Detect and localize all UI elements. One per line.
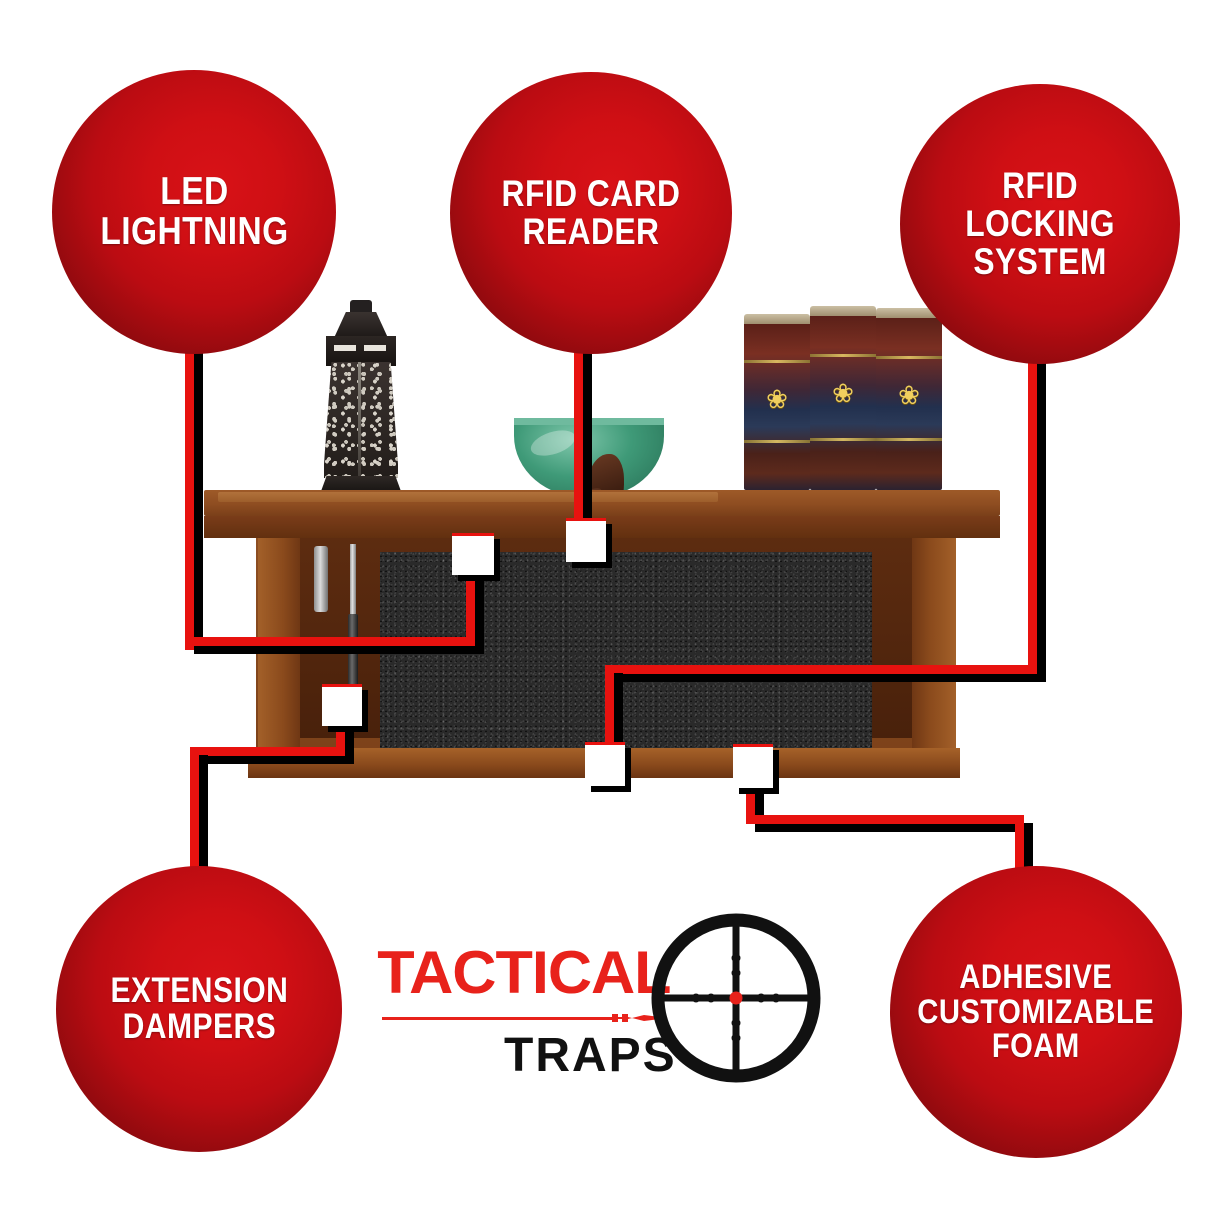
callout-label-led-lightning: LED LIGHTNING: [99, 170, 289, 253]
callout-label-adhesive-foam: ADHESIVE CUSTOMIZABLE FOAM: [917, 957, 1155, 1066]
callout-marker-rfid-card-reader: [566, 518, 606, 562]
book-decor-icon: ❀: [810, 306, 876, 490]
extension-damper-part: [314, 546, 328, 612]
rifle-scope-crosshair-icon: [651, 913, 821, 1083]
callout-marker-rfid-locking-system: [585, 742, 625, 786]
callout-marker-led-lightning: [452, 533, 494, 575]
brand-logo[interactable]: TACTICAL TRAPS: [377, 900, 821, 1090]
extension-damper-part: [348, 544, 358, 714]
callout-bubble-led-lightning[interactable]: LED LIGHTNING: [52, 70, 336, 354]
callout-marker-adhesive-foam: [733, 744, 773, 788]
callout-label-extension-dampers: EXTENSION DAMPERS: [110, 971, 288, 1046]
callout-marker-extension-dampers: [322, 684, 362, 726]
callout-bubble-rfid-locking-system[interactable]: RFID LOCKING SYSTEM: [900, 84, 1180, 364]
callout-bubble-rfid-card-reader[interactable]: RFID CARD READER: [450, 72, 732, 354]
logo-wordmark-traps: TRAPS: [504, 1029, 677, 1082]
callout-label-rfid-card-reader: RFID CARD READER: [501, 173, 681, 252]
book-decor-icon: ❀: [744, 314, 810, 490]
logo-wordmark-tactical: TACTICAL: [377, 939, 671, 1006]
bullet-underline-icon: [382, 1014, 668, 1022]
callout-label-rfid-locking-system: RFID LOCKING SYSTEM: [965, 165, 1115, 282]
book-decor-icon: ❀: [876, 308, 942, 490]
callout-bubble-adhesive-foam[interactable]: ADHESIVE CUSTOMIZABLE FOAM: [890, 866, 1182, 1158]
callout-bubble-extension-dampers[interactable]: EXTENSION DAMPERS: [56, 866, 342, 1152]
lantern-decor-icon: [312, 300, 410, 500]
adhesive-foam-part: [380, 552, 872, 758]
